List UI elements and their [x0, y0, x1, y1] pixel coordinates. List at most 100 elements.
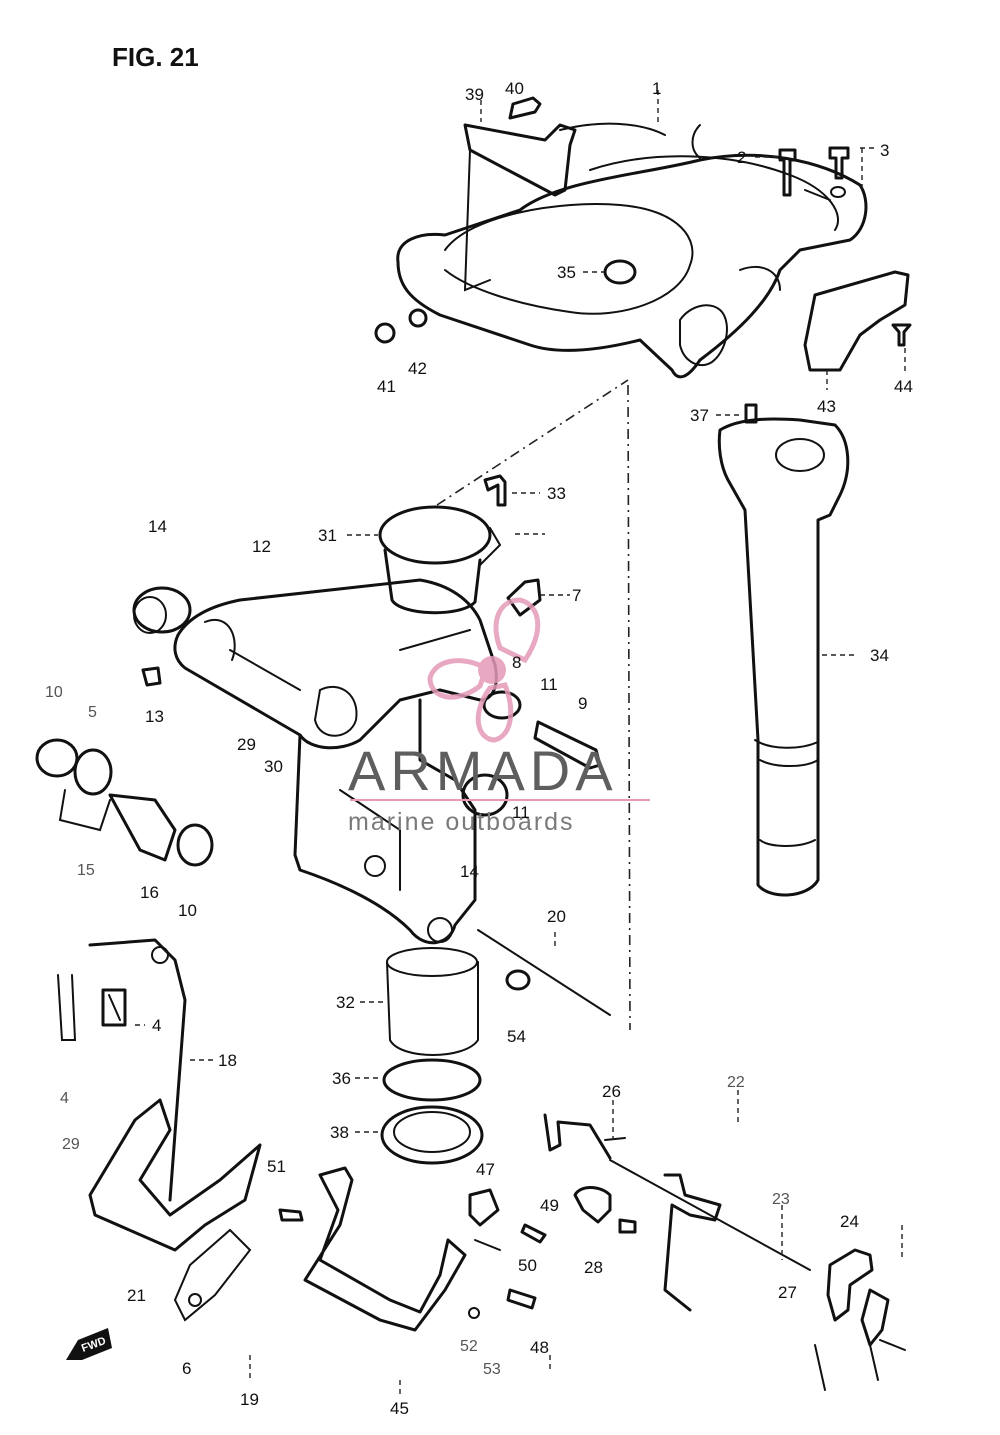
part-ring-36: [382, 1058, 482, 1102]
callout-29-bottom: 29: [62, 1136, 80, 1153]
callout-6: 6: [182, 1359, 191, 1378]
callout-2: 2: [737, 148, 746, 167]
part-bracket-45: [303, 1166, 467, 1332]
callout-20: 20: [547, 907, 566, 926]
watermark-brand: ARMADA: [348, 739, 618, 802]
callout-4-lower: 4: [60, 1090, 69, 1107]
part-bushing-35: [603, 259, 637, 285]
callout-14-top: 14: [148, 517, 167, 536]
propeller-blade-right: [475, 682, 514, 743]
callout-8: 8: [512, 653, 521, 672]
figure-title: FIG. 21: [112, 42, 199, 72]
callout-37: 37: [690, 406, 709, 425]
callout-10-bottom: 10: [178, 901, 197, 920]
callout-21: 21: [127, 1286, 146, 1305]
callout-48: 48: [530, 1338, 549, 1357]
callout-40: 40: [505, 79, 524, 98]
callout-16: 16: [140, 883, 159, 902]
part-nut-42: [408, 308, 428, 328]
callout-38: 38: [330, 1123, 349, 1142]
watermark-tagline: marine outboards: [348, 808, 575, 836]
part-screw-44: [891, 323, 912, 347]
part-grease-nipple-13: [141, 666, 162, 687]
part-linkage-24: [814, 1248, 906, 1391]
callout-52: 52: [460, 1338, 478, 1355]
callout-29-top: 29: [237, 735, 256, 754]
callout-44: 44: [894, 377, 913, 396]
part-tilt-rod-18: [57, 938, 187, 1202]
callout-3: 3: [880, 141, 889, 160]
part-small-hardware: [468, 1188, 547, 1319]
callout-42: 42: [408, 359, 427, 378]
callout-23: 23: [772, 1191, 790, 1208]
callout-labels: 1 2 3 39 40 35 41 42 43 44 37 33 31 7 14…: [45, 79, 913, 1418]
part-side-plate: [803, 270, 910, 372]
callout-1: 1: [652, 79, 661, 98]
part-steering-tube: [717, 417, 850, 897]
part-liner-32: [386, 947, 479, 1056]
callout-36: 36: [332, 1069, 351, 1088]
part-spring-9: [533, 720, 602, 770]
part-bushing-cup-31: [378, 505, 502, 615]
part-swivel-bracket: [396, 122, 868, 379]
callout-49: 49: [540, 1196, 559, 1215]
callout-24: 24: [840, 1212, 859, 1231]
callout-43: 43: [817, 397, 836, 416]
propeller-blade-left: [427, 658, 490, 700]
callout-30: 30: [264, 757, 283, 776]
propeller-hub: [478, 656, 506, 684]
callout-39: 39: [465, 85, 484, 104]
callout-45: 45: [390, 1399, 409, 1418]
part-clip-33: [483, 474, 507, 507]
part-clip-7: [506, 578, 542, 617]
callout-9: 9: [578, 694, 587, 713]
callout-4: 4: [152, 1016, 161, 1035]
callout-33: 33: [547, 484, 566, 503]
part-left-assembly: [35, 738, 214, 867]
part-ring-38: [380, 1105, 484, 1165]
part-bolts-top: [778, 146, 850, 201]
callout-41: 41: [377, 377, 396, 396]
axis-line-diagonal: [436, 379, 629, 506]
part-clamp-body: [293, 698, 509, 945]
part-bushing-11: [482, 690, 522, 720]
leader-lines: [135, 90, 906, 1395]
part-pin-37: [744, 403, 758, 424]
callout-31: 31: [318, 526, 337, 545]
callout-7: 7: [572, 586, 581, 605]
callout-11-top: 11: [540, 675, 558, 694]
callout-22: 22: [727, 1074, 745, 1091]
watermark-propeller-icon: [427, 597, 541, 743]
part-bushing-14: [132, 586, 192, 634]
part-bracket-right: [543, 1113, 811, 1312]
part-nut-41: [374, 322, 396, 344]
callout-18: 18: [218, 1051, 237, 1070]
callout-54: 54: [507, 1027, 526, 1046]
propeller-blade-top: [493, 597, 541, 664]
fwd-arrow: FWD: [66, 1328, 112, 1360]
callout-13: 13: [145, 707, 164, 726]
callout-35: 35: [557, 263, 576, 282]
callout-15: 15: [77, 862, 95, 879]
part-rod-20: [477, 929, 611, 1016]
part-clip-28: [573, 1186, 637, 1234]
callout-34: 34: [870, 646, 889, 665]
callout-50: 50: [518, 1256, 537, 1275]
callout-11-bottom: 11: [512, 803, 530, 822]
callout-5: 5: [88, 704, 97, 721]
callout-28: 28: [584, 1258, 603, 1277]
callout-32: 32: [336, 993, 355, 1012]
callout-47: 47: [476, 1160, 495, 1179]
callout-10-top: 10: [45, 684, 63, 701]
callout-53: 53: [483, 1361, 501, 1378]
part-cap-54: [505, 969, 531, 991]
callout-19: 19: [240, 1390, 259, 1409]
part-lower-bracket-left: [88, 1098, 304, 1322]
axis-line-center: [627, 384, 631, 1031]
callout-26: 26: [602, 1082, 621, 1101]
part-bracket-plate: [463, 96, 577, 292]
callout-27: 27: [778, 1283, 797, 1302]
callout-12: 12: [252, 537, 271, 556]
